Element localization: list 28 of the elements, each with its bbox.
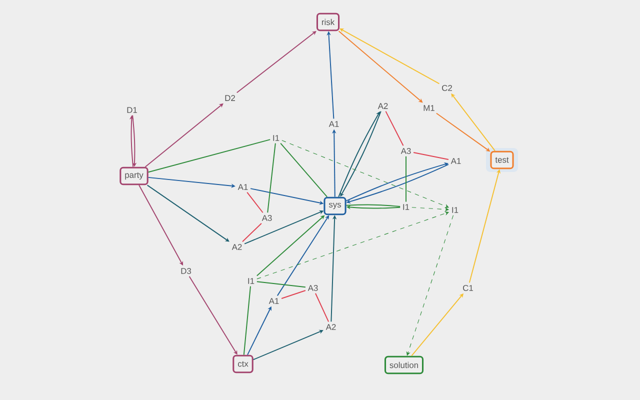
node-label: A2 [376,100,390,112]
node-label: A1 [448,156,464,166]
process-box: test [486,148,518,172]
process-box: party [120,166,148,186]
node-label: A3 [260,212,274,224]
process-box: ctx [232,354,254,374]
node-label: M1 [421,102,437,113]
node-label: C1 [460,282,476,294]
arrow [144,103,224,168]
arrow [338,30,423,103]
node-label: C2 [440,82,454,94]
process-box: risk [316,12,340,32]
node-label: A2 [230,242,244,252]
node-label: A2 [324,322,338,332]
node-label: D1 [124,104,140,115]
node-label: A3 [306,282,320,294]
arrow [252,330,324,360]
node-label: A1 [326,118,342,129]
arrow [340,28,440,84]
process-box: sys [324,196,346,216]
node-label: A1 [236,182,250,192]
node-label: D2 [222,92,238,104]
node-label: A1 [266,296,282,306]
arrow [146,184,230,242]
process-box: solution [384,356,424,374]
node-label: A3 [398,146,414,156]
node-label: D3 [178,266,194,276]
arrow [276,215,330,296]
